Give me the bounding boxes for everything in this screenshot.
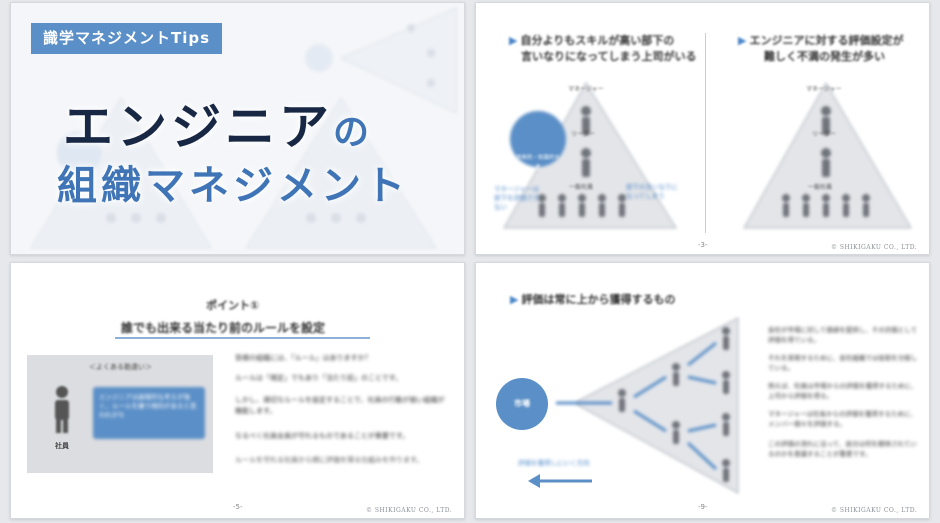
right-heading: ▶エンジニアに対する評価設定が 難しく不満の発生が多い	[738, 33, 903, 65]
page-number: -9-	[698, 503, 708, 511]
left-note-2: 部下の言いなりになってしまう	[626, 183, 678, 200]
employee-label: 社員	[55, 442, 69, 450]
copyright-footer: © SHIKIGAKU CO., LTD.	[831, 244, 918, 251]
left-leader-label: リーダー	[571, 131, 596, 138]
skill-gap-circle-label: 技術的・知識的な差	[516, 155, 561, 171]
triangle-bullet-icon: ▶	[510, 293, 519, 306]
copyright-footer: © SHIKIGAKU CO., LTD.	[831, 507, 918, 514]
misconception-title: ＜よくある勘違い＞	[89, 363, 152, 371]
point-title: ポイント①	[206, 299, 260, 312]
right-manager-label: マネージャー	[806, 86, 842, 93]
evaluation-heading: ▶評価は常に上から獲得するもの	[510, 291, 675, 307]
title-particle: の	[333, 112, 374, 153]
right-heading-line-2: 難しく不満の発生が多い	[764, 50, 885, 63]
left-staff-label: 一般社員	[569, 184, 594, 191]
body-paragraph-3: しかし、適切なルールを設定することで、社員の行動が揃い組織が機能します。	[235, 396, 445, 415]
title-main-word: エンジニア	[63, 98, 333, 156]
left-heading-line-2: 言いなりになってしまう上司がいる	[521, 50, 697, 63]
market-label: 市場	[514, 399, 530, 408]
point-subtitle: 誰でも出来る当たり前のルールを設定	[121, 321, 326, 335]
triangle-bullet-icon: ▶	[738, 34, 747, 47]
body-paragraph-5: ルールを守れる社員から順に評価を得る仕組みを作ります。	[235, 456, 424, 464]
slide-evaluation[interactable]: ▶評価は常に上から獲得するもの	[475, 262, 930, 519]
right-pyramid-diagram	[743, 81, 912, 229]
column-divider	[705, 33, 706, 233]
evaluation-heading-text: 評価は常に上から獲得するもの	[521, 293, 676, 306]
title-line-2: 組織マネジメント	[57, 163, 409, 209]
evaluation-text-2: それを実現するために、会社組織では役割を分担している。	[768, 354, 918, 372]
slide-point-rule[interactable]: ポイント① 誰でも出来る当たり前のルールを設定 ＜よくある勘違い＞ 社員 エンジ…	[10, 262, 465, 519]
slide-title[interactable]: 識学マネジメントTips エンジニアの 組織マネジメント	[10, 2, 465, 255]
evaluation-text-4: マネージャーは社長からの評価を獲得するために、メンバー個々を評価する。	[768, 410, 917, 428]
triangle-bullet-icon: ▶	[509, 34, 518, 47]
evaluation-text-3: 例えば、社員は市場からの評価を獲得するために、上司から評価を得る。	[768, 382, 918, 400]
body-paragraph-4: なるべく社員全員が守れるものであることが重要です。	[235, 432, 410, 440]
employee-person-icon	[55, 386, 69, 433]
background-pyramid-diagram	[30, 7, 457, 249]
left-note-1: マネージャーは部下を評価できない	[494, 185, 540, 211]
title-line-1: エンジニアの	[63, 87, 373, 159]
arrow-caption: 評価を獲得しにいく方向	[518, 459, 590, 467]
title-underline	[115, 337, 370, 339]
left-manager-label: マネージャー	[568, 86, 604, 93]
sideways-pyramid-diagram	[556, 317, 739, 494]
left-heading-line-1: 自分よりもスキルが高い部下の	[520, 34, 675, 47]
copyright-footer: © SHIKIGAKU CO., LTD.	[366, 507, 453, 514]
misconception-callout: エンジニアは論理的な考えが強く、ルールを嫌う傾向があると思われがち	[93, 387, 205, 439]
evaluation-text-1: 会社が市場に対して価値を提供し、その対価として評価を得ている。	[768, 326, 918, 344]
body-paragraph-1: 皆様の組織には、「ルール」はありますか？	[235, 354, 372, 362]
market-circle	[496, 378, 548, 430]
evaluation-text-5: この評価の流れに沿って、自分は何を期待されているのかを意識することが重要です。	[768, 440, 917, 458]
right-heading-line-1: エンジニアに対する評価設定が	[749, 34, 904, 47]
slide-problems[interactable]: ▶自分よりもスキルが高い部下の 言いなりになってしまう上司がいる ▶エンジニアに…	[475, 2, 930, 255]
left-arrow-icon	[528, 474, 592, 488]
page-number: -5-	[233, 503, 243, 511]
tips-tag: 識学マネジメントTips	[31, 23, 223, 54]
body-paragraph-2: ルールは「規定」でもあり「当たり前」のことです。	[235, 374, 403, 382]
left-heading: ▶自分よりもスキルが高い部下の 言いなりになってしまう上司がいる	[509, 33, 696, 65]
right-staff-label: 一般社員	[808, 184, 833, 191]
page-number: -3-	[698, 241, 708, 249]
left-pyramid-diagram	[503, 82, 677, 229]
right-leader-label: リーダー	[812, 131, 837, 138]
